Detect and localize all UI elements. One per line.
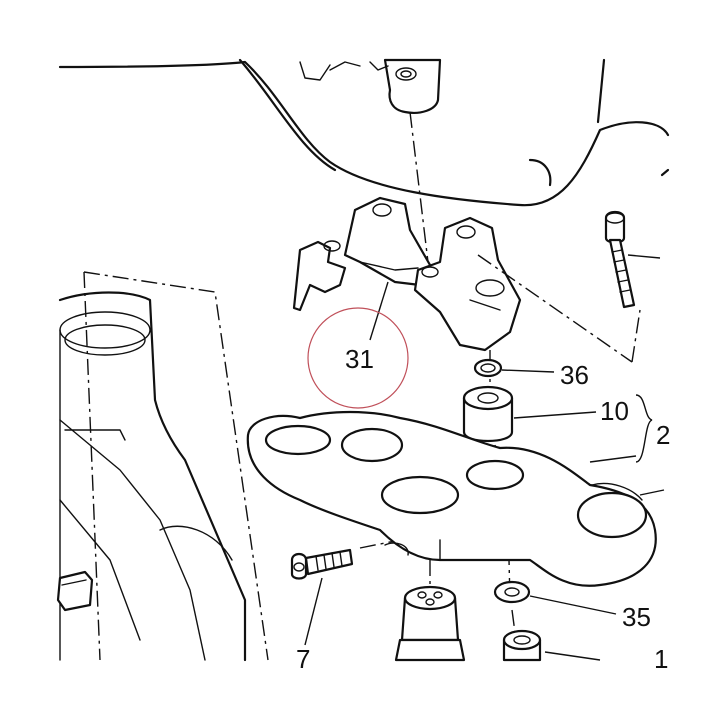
o-ring-36	[473, 358, 503, 378]
pinch-bolt-7	[290, 548, 354, 646]
bushing-10	[462, 385, 514, 442]
callout-35: 35	[622, 602, 651, 632]
upper-triple-clamp	[246, 410, 665, 587]
callout-31: 31	[345, 344, 374, 374]
callout-36: 36	[560, 360, 589, 390]
steering-head-part	[299, 58, 442, 114]
lower-bushing	[502, 629, 601, 662]
fork-head-tube	[58, 291, 247, 662]
callout-2: 2	[656, 420, 670, 450]
callout-1: 1	[654, 644, 668, 674]
stem-nut	[394, 585, 466, 662]
washer-35	[493, 580, 617, 615]
bolt-top-right	[604, 210, 661, 309]
clip-part	[56, 570, 94, 612]
highlight-circle	[307, 307, 409, 409]
callout-10: 10	[600, 396, 629, 426]
frame-outline	[58, 58, 670, 207]
handlebar-riser	[292, 196, 522, 352]
callout-7: 7	[296, 644, 310, 674]
leader-lines	[369, 281, 653, 463]
